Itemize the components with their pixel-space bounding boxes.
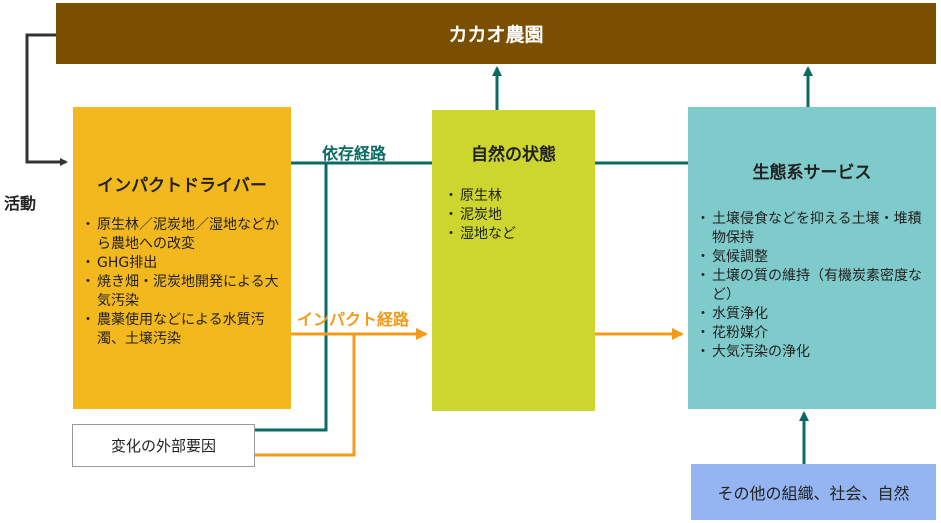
- cacao-farm-title: カカオ農園: [448, 24, 544, 46]
- dependency-path-label: 依存経路: [322, 144, 387, 163]
- list-item: 土壌侵食などを抑える土壌・堆積物保持: [696, 210, 933, 248]
- impact-drivers-title: インパクトドライバー: [97, 176, 267, 196]
- ecosystem-services-box: 生態系サービス 土壌侵食などを抑える土壌・堆積物保持 気候調整 土壌の質の維持（…: [688, 107, 936, 409]
- list-item: 農薬使用などによる水質汚濁、土壌汚染: [81, 311, 288, 349]
- list-item: 土壌の質の維持（有機炭素密度など）: [696, 267, 933, 305]
- ecosystem-services-title: 生態系サービス: [752, 163, 872, 183]
- impact-drivers-list: 原生林／泥炭地／湿地などから農地への改変 GHG排出 焼き畑・泥炭地開発による大…: [81, 216, 288, 349]
- activity-arrow: [25, 33, 68, 166]
- list-item: 気候調整: [696, 248, 933, 267]
- impact-drivers-box: インパクトドライバー 原生林／泥炭地／湿地などから農地への改変 GHG排出 焼き…: [73, 107, 291, 409]
- list-item: 焼き畑・泥炭地開発による大気汚染: [81, 273, 288, 311]
- list-item: 原生林: [444, 187, 586, 206]
- cacao-farm-box: カカオ農園: [56, 3, 936, 64]
- external-factors-label: 変化の外部要因: [110, 437, 216, 455]
- other-stakeholders-box: その他の組織、社会、自然: [691, 464, 936, 520]
- nature-state-list: 原生林 泥炭地 湿地など: [444, 187, 586, 244]
- list-item: 原生林／泥炭地／湿地などから農地への改変: [81, 216, 288, 254]
- list-item: 湿地など: [444, 225, 586, 244]
- other-stakeholders-label: その他の組織、社会、自然: [717, 484, 910, 503]
- impact-path-label: インパクト経路: [297, 310, 410, 329]
- impact-line-external: [255, 334, 356, 457]
- list-item: 水質浄化: [696, 305, 933, 324]
- dependency-line-external: [255, 163, 328, 432]
- nature-state-title: 自然の状態: [471, 145, 556, 165]
- nature-state-box: 自然の状態 原生林 泥炭地 湿地など: [432, 110, 595, 411]
- list-item: 花粉媒介: [696, 324, 933, 343]
- list-item: GHG排出: [81, 254, 288, 273]
- list-item: 大気汚染の浄化: [696, 343, 933, 362]
- ecosystem-services-list: 土壌侵食などを抑える土壌・堆積物保持 気候調整 土壌の質の維持（有機炭素密度など…: [696, 210, 933, 362]
- activity-label: 活動: [4, 194, 37, 213]
- external-factors-box: 変化の外部要因: [72, 424, 255, 467]
- list-item: 泥炭地: [444, 206, 586, 225]
